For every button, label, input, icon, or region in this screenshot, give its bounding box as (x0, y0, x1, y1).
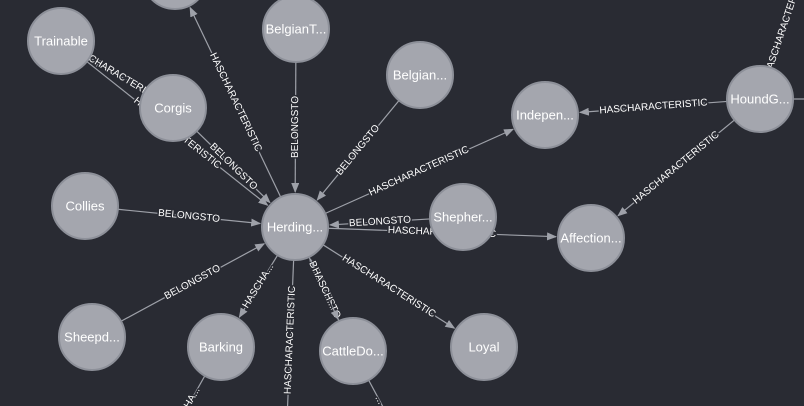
node-collies[interactable]: Collies (51, 172, 119, 240)
node-circle[interactable] (450, 313, 518, 381)
edge-herding-loyal[interactable]: HASCHARACTERISTIC (322, 244, 456, 329)
node-circle[interactable] (261, 193, 329, 261)
edge-label: HA... (182, 385, 202, 406)
node-corgis[interactable]: Corgis (139, 74, 207, 142)
edge-line[interactable] (617, 119, 735, 217)
edge-cattledo-offscreen_br[interactable]: ... (368, 379, 390, 406)
edge-label: HASCH... (309, 266, 337, 310)
edge-line[interactable] (769, 0, 800, 68)
node-herding[interactable]: Herding... (261, 193, 329, 261)
edge-shepher-herding[interactable]: BELONGSTO (328, 213, 431, 231)
node-indepen[interactable]: Indepen... (511, 81, 579, 149)
node-trainable[interactable]: Trainable (27, 7, 95, 75)
edge-barking-offscreen_bl[interactable]: HA... (180, 375, 206, 406)
edge-belgian_t-herding[interactable]: BELONGSTO (288, 61, 303, 194)
edge-line[interactable] (324, 128, 514, 215)
edge-line[interactable] (90, 58, 145, 92)
edge-label: HASCHARACTERISTIC (283, 286, 298, 395)
node-circle[interactable] (386, 41, 454, 109)
edge-label: HASCHA... (241, 262, 277, 310)
edge-label: BELONGSTO (334, 123, 382, 178)
node-circle[interactable] (319, 317, 387, 385)
edge-label: BELONGSTO (163, 263, 223, 302)
node-affection[interactable]: Affection... (557, 204, 625, 272)
edge-line[interactable] (291, 61, 300, 194)
node-houndg[interactable]: HoundG... (726, 65, 794, 133)
node-circle[interactable] (429, 183, 497, 251)
node-sheepd[interactable]: Sheepd... (58, 303, 126, 371)
node-circle[interactable] (139, 74, 207, 142)
edge-line[interactable] (117, 208, 262, 227)
edge-label: HASCHARACTERISTIC (763, 0, 804, 77)
node-circle[interactable] (58, 303, 126, 371)
edge-line[interactable] (238, 254, 279, 319)
edge-line[interactable] (578, 100, 728, 116)
edge-line[interactable] (180, 375, 206, 406)
node-circle[interactable] (27, 7, 95, 75)
edge-line[interactable] (308, 256, 339, 321)
edge-line[interactable] (368, 379, 390, 406)
node-shepher[interactable]: Shepher... (429, 183, 497, 251)
edge-label: HASCHARACTERISTIC (207, 51, 264, 154)
edge-sheepd-herding[interactable]: BELONGSTO (120, 243, 266, 322)
edge-label: HASCHARACTERISTIC (631, 129, 722, 206)
edge-line[interactable] (286, 259, 295, 406)
node-circle[interactable] (51, 172, 119, 240)
edge-label: HASCHARACTERISTIC (599, 97, 708, 116)
edge-houndg-offscreen_tr[interactable]: HASCHARACTERISTIC (761, 0, 804, 78)
edge-collies-herding[interactable]: BELONGSTO (117, 206, 262, 227)
node-top-partial[interactable] (142, 0, 208, 10)
edge-line[interactable] (189, 6, 282, 198)
edge-houndg-indepen[interactable]: HASCHARACTERISTIC (578, 96, 728, 118)
node-circle[interactable] (187, 313, 255, 381)
edge-herding-offscreen_b[interactable]: HASCHARACTERISTIC (281, 259, 300, 406)
node-belgian-t[interactable]: BelgianT... (262, 0, 330, 63)
edge-herding-barking[interactable]: HASCHA... (238, 254, 279, 319)
edge-line[interactable] (316, 100, 400, 201)
edge-label: ... (372, 394, 386, 406)
edge-label: BELONGSTO (349, 215, 412, 230)
node-circle[interactable] (511, 81, 579, 149)
edge-houndg-affection[interactable]: HASCHARACTERISTIC (617, 119, 735, 217)
edge-label: BELONGSTO (158, 208, 221, 225)
node-cattledo[interactable]: CattleDo... (319, 317, 387, 385)
node-circle[interactable] (726, 65, 794, 133)
edge-line[interactable] (196, 130, 271, 204)
edge-line[interactable] (328, 218, 431, 229)
edge-houndg-offscreen_r[interactable]: H (793, 94, 804, 105)
node-circle[interactable] (557, 204, 625, 272)
edge-label: HASCHARACTERISTIC (340, 253, 437, 320)
edge-herding-cattledo[interactable]: HASCH... (308, 256, 339, 321)
node-circle[interactable] (142, 0, 208, 10)
node-loyal[interactable]: Loyal (450, 313, 518, 381)
node-barking[interactable]: Barking (187, 313, 255, 381)
edge-label: BELONGSTO (290, 96, 301, 158)
node-belgian[interactable]: Belgian... (386, 41, 454, 109)
edge-line[interactable] (120, 243, 266, 322)
edge-line[interactable] (322, 244, 456, 329)
node-circle[interactable] (262, 0, 330, 63)
